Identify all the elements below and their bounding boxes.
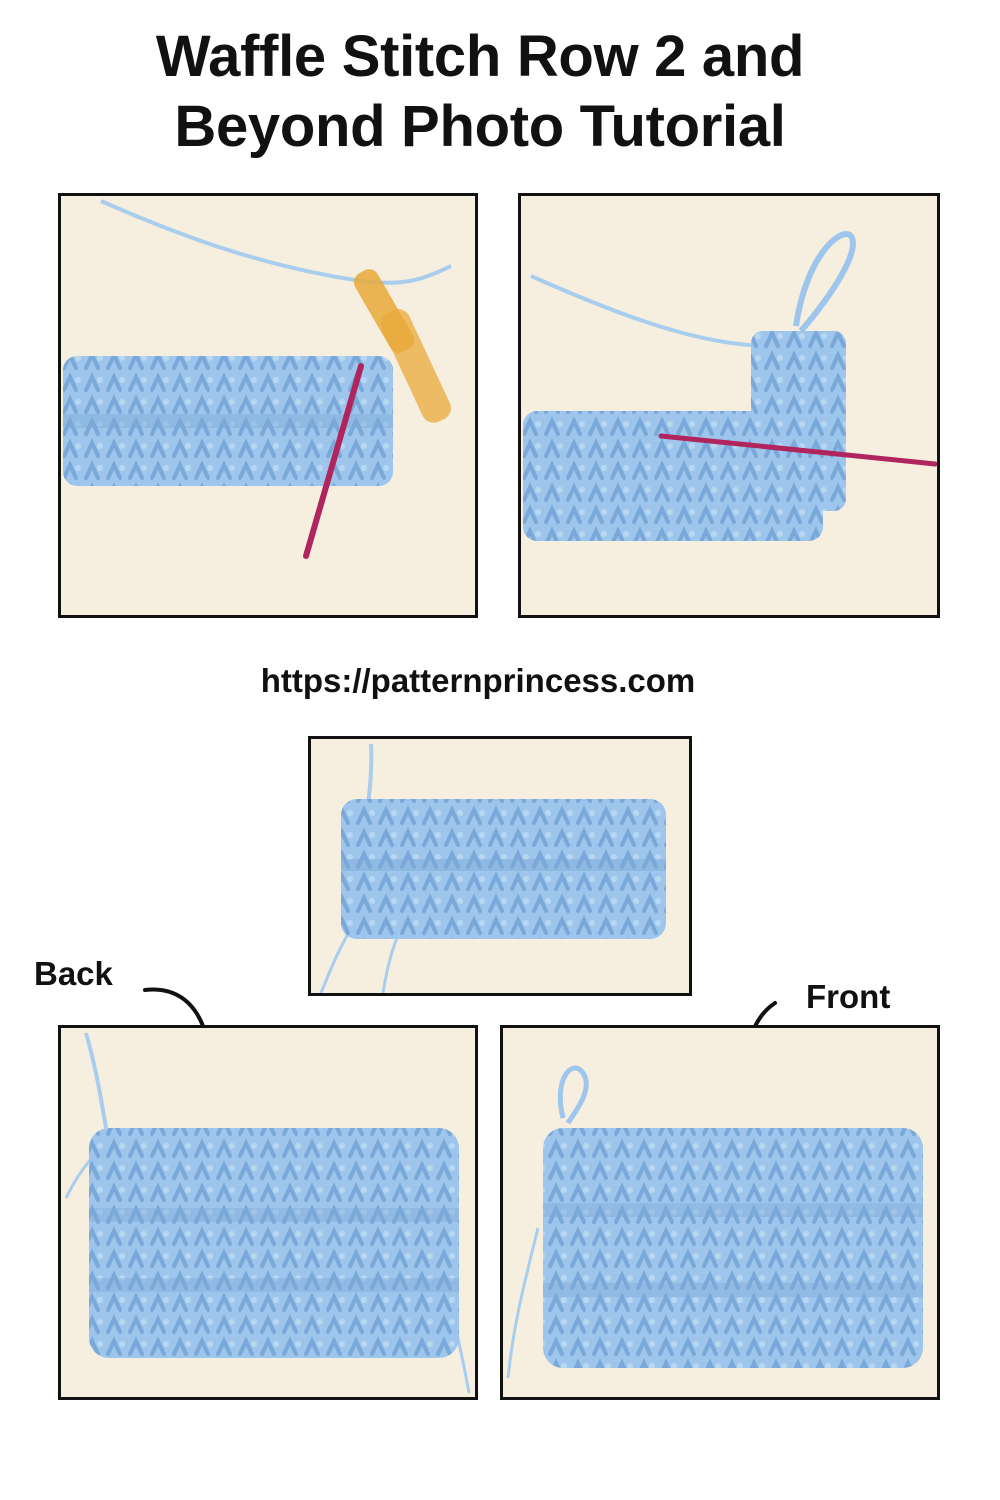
title-line-1: Waffle Stitch Row 2 and [155,24,805,89]
title-line-2: Beyond Photo Tutorial [174,94,786,159]
photo-step-2 [518,193,940,618]
back-label: Back [34,955,113,992]
photo-step-1 [58,193,478,618]
site-url: https://patternprincess.com [260,662,696,699]
page-title: Waffle Stitch Row 2 and Beyond Photo Tut… [0,22,960,162]
photo-back-view [58,1025,478,1400]
photo-front-view [500,1025,940,1400]
photo-step-3 [308,736,692,996]
front-label: Front [806,978,891,1015]
